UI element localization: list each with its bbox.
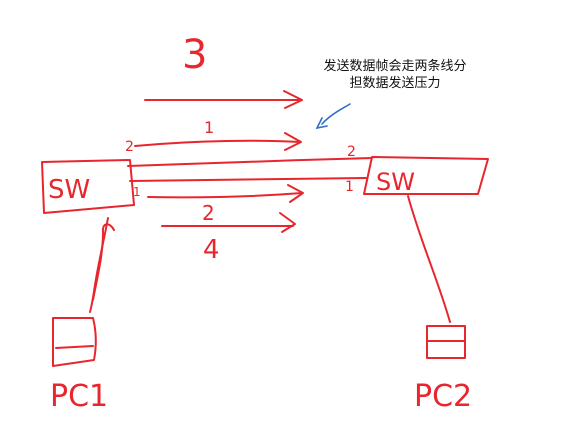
cable-sw-pc2 bbox=[407, 195, 451, 323]
switch-right-label: SW bbox=[376, 168, 415, 196]
annotation-note: 发送数据帧会走两条线分 担数据发送压力 bbox=[306, 58, 484, 92]
annotation-arrow bbox=[321, 103, 351, 125]
arrow-label-bottom: 4 bbox=[203, 235, 220, 265]
arrow-label-upper-mid: 1 bbox=[204, 118, 214, 137]
port-label-left-upper: 2 bbox=[125, 139, 134, 155]
cable-sw-pc1-hook bbox=[92, 223, 115, 301]
host-pc2-label: PC2 bbox=[414, 379, 472, 414]
annotation-line-2: 担数据发送压力 bbox=[349, 76, 441, 91]
annotation-line-1: 发送数据帧会走两条线分 bbox=[323, 59, 467, 74]
pc1-box bbox=[52, 317, 97, 367]
port-label-right-lower: 1 bbox=[345, 179, 354, 195]
link-line-lower bbox=[129, 177, 367, 182]
switch-left-box bbox=[41, 159, 135, 214]
pc2-box bbox=[426, 325, 466, 359]
arrow-bottom bbox=[161, 212, 296, 233]
arrow-label-top: 3 bbox=[182, 32, 207, 78]
link-line-upper bbox=[127, 157, 373, 167]
arrow-top bbox=[144, 90, 303, 109]
annotation-arrow-head bbox=[315, 117, 328, 130]
arrow-label-lower-mid: 2 bbox=[202, 201, 215, 225]
arrow-lower-mid bbox=[147, 184, 304, 203]
pc1-divider bbox=[55, 345, 94, 349]
arrow-upper-mid bbox=[134, 132, 302, 151]
host-pc1-label: PC1 bbox=[50, 379, 108, 414]
switch-left-label: SW bbox=[48, 175, 90, 205]
switch-right-box bbox=[363, 156, 489, 195]
port-label-left-lower: 1 bbox=[133, 185, 141, 199]
port-label-right-upper: 2 bbox=[347, 144, 356, 160]
